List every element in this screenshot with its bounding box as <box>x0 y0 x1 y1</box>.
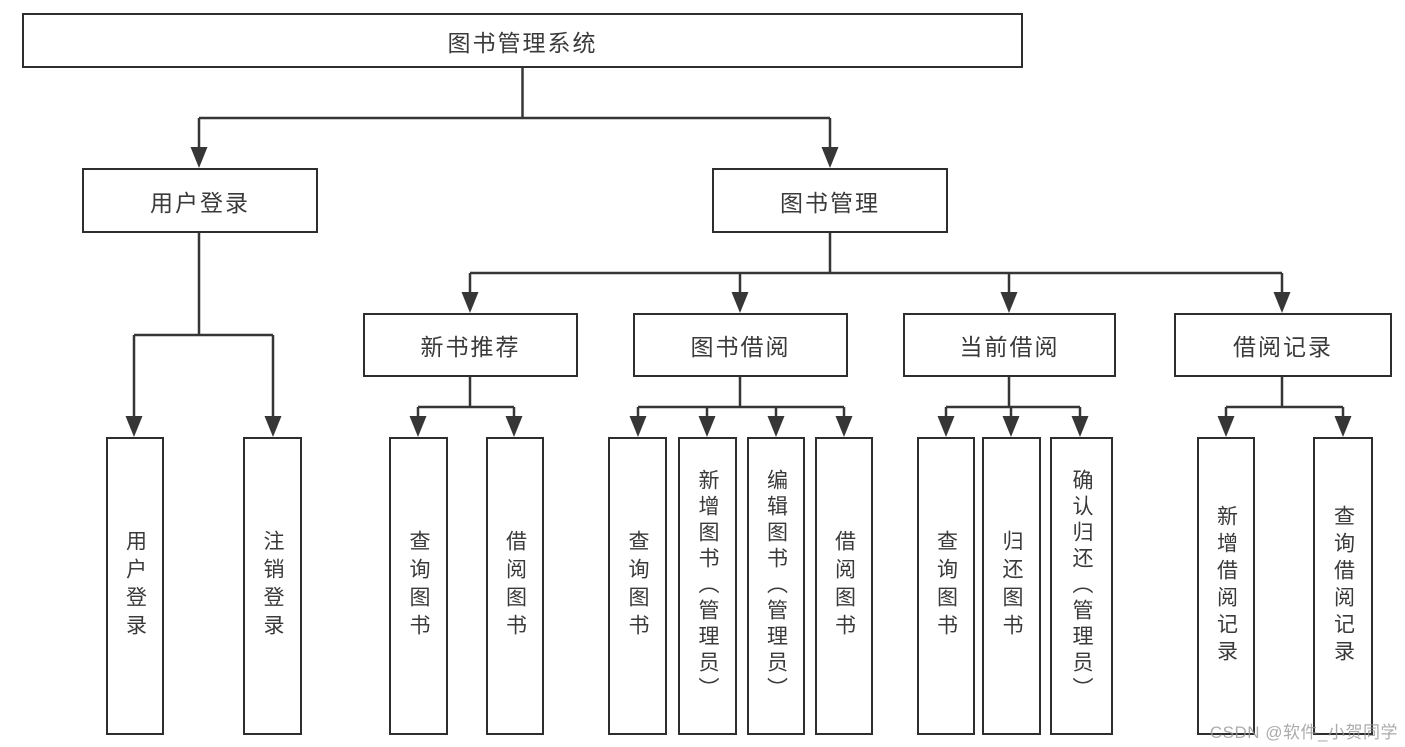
arrowhead <box>1002 416 1020 437</box>
arrowhead <box>1273 292 1291 313</box>
leaf-nbr-borrow-books: 借阅图书 <box>486 437 544 735</box>
edge-root-branch <box>197 68 832 150</box>
edge-bookborrow-branch <box>636 376 846 419</box>
arrowhead <box>835 416 853 437</box>
arrowhead <box>409 416 427 437</box>
node-borrow-records: 借阅记录 <box>1174 313 1392 377</box>
node-book-borrow: 图书借阅 <box>633 313 848 377</box>
node-root: 图书管理系统 <box>22 13 1023 68</box>
arrowhead <box>767 416 785 437</box>
leaf-bb-query-books: 查询图书 <box>608 437 667 735</box>
watermark: CSDN @软件_小贺同学 <box>1209 723 1398 742</box>
leaf-nbr-query-books: 查询图书 <box>389 437 448 735</box>
arrowhead <box>1217 416 1235 437</box>
arrowhead <box>1334 416 1352 437</box>
leaf-bb-borrow-books: 借阅图书 <box>815 437 873 735</box>
leaf-cb-confirm-return-admin: 确认归还（管理员） <box>1050 437 1113 735</box>
leaf-bb-add-books-admin: 新增图书（管理员） <box>678 437 737 735</box>
arrowhead <box>731 292 749 313</box>
leaf-logout: 注销登录 <box>243 437 302 735</box>
edge-currentborrow-branch <box>944 376 1082 419</box>
edge-newbook-branch <box>416 376 516 419</box>
leaf-br-query-record: 查询借阅记录 <box>1313 437 1373 735</box>
node-current-borrow: 当前借阅 <box>903 313 1116 377</box>
arrowhead <box>190 147 208 168</box>
arrowhead <box>264 416 282 437</box>
leaf-cb-return-books: 归还图书 <box>982 437 1041 735</box>
node-new-book-recommend: 新书推荐 <box>363 313 578 377</box>
leaf-cb-query-books: 查询图书 <box>917 437 975 735</box>
arrowhead <box>629 416 647 437</box>
arrowhead <box>1071 416 1089 437</box>
arrowhead <box>125 416 143 437</box>
arrowhead <box>1000 292 1018 313</box>
arrowhead <box>461 292 479 313</box>
leaf-bb-edit-books-admin: 编辑图书（管理员） <box>747 437 805 735</box>
leaf-user-login: 用户登录 <box>106 437 164 735</box>
edge-bookmgmt-branch <box>468 233 1284 295</box>
node-user-login: 用户登录 <box>82 168 318 233</box>
edge-userlogin-branch <box>132 232 275 419</box>
arrowhead <box>937 416 955 437</box>
leaf-br-add-record: 新增借阅记录 <box>1197 437 1255 735</box>
arrowhead <box>698 416 716 437</box>
node-book-management: 图书管理 <box>712 168 948 233</box>
edge-borrowrecord-branch <box>1224 376 1345 419</box>
arrowhead <box>505 416 523 437</box>
arrowhead <box>821 147 839 168</box>
